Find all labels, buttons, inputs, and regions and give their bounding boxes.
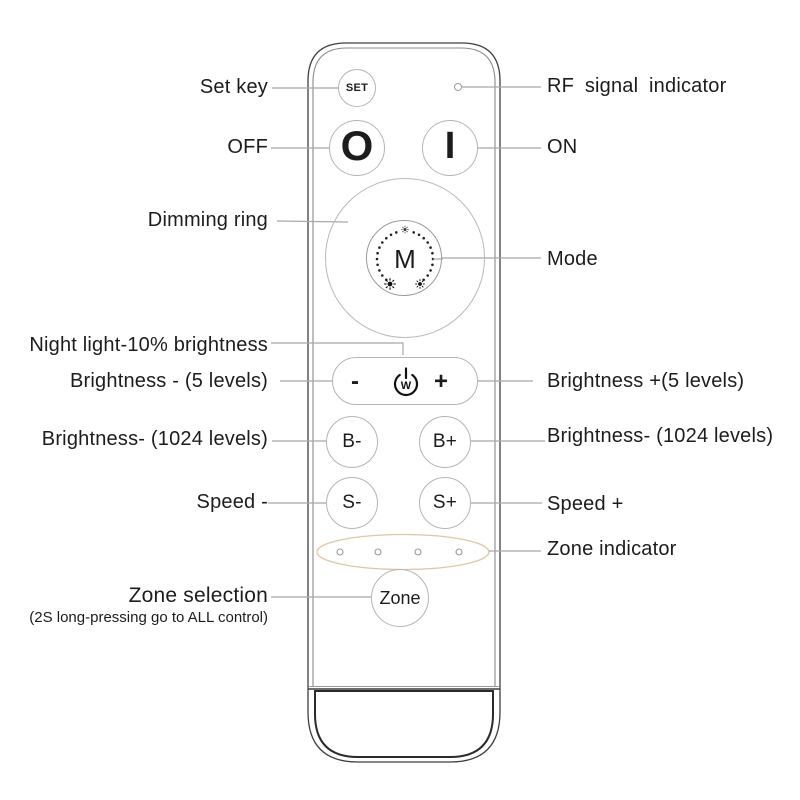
label-off: OFF [227,136,268,158]
label-brightness-plus-5: Brightness +(5 levels) [547,370,745,392]
zone-indicator-led-1 [336,548,344,556]
zone-indicator-led-3 [414,548,422,556]
brightness-5level-pill: - W + [332,357,478,405]
label-dimming-ring: Dimming ring [147,209,268,231]
zone-indicator-led-4 [455,548,463,556]
sun-icon-small [401,225,409,234]
zone-button[interactable]: Zone [371,569,429,627]
brightness-plus-5-button[interactable]: + [433,368,448,395]
set-button[interactable]: SET [338,69,376,107]
rf-signal-indicator-led [454,83,462,91]
leader-night-light [271,342,404,355]
dimming-ring[interactable] [325,178,485,338]
brightness-minus-1024-button[interactable]: B- [326,416,378,468]
sun-icon-medium [415,279,425,289]
mode-dial-dots [375,225,443,290]
label-set-key: Set key [199,76,268,98]
zone-indicator-led-2 [374,548,382,556]
battery-cover[interactable] [314,690,494,758]
label-on: ON [547,136,578,158]
label-brightness-minus-1024: Brightness- (1024 levels) [41,428,268,450]
night-light-button[interactable]: W [392,367,420,397]
label-zone-selection-note: (2S long-pressing go to ALL control) [29,609,268,626]
label-zone-selection: Zone selection [128,584,268,607]
label-rf-signal-indicator: RF signal indicator [547,75,727,97]
mode-dial-button[interactable]: M [366,220,443,296]
label-brightness-plus-1024: Brightness- (1024 levels) [547,425,774,447]
label-speed-minus: Speed - [196,491,268,513]
speed-plus-button[interactable]: S+ [419,477,471,529]
speed-minus-button[interactable]: S- [326,477,378,529]
power-w-icon: W [393,367,419,397]
remote-inner-outline [312,47,496,687]
brightness-plus-1024-button[interactable]: B+ [419,416,471,468]
label-night-light: Night light-10% brightness [29,334,268,356]
off-button[interactable]: O [329,120,385,176]
label-mode: Mode [547,248,598,270]
on-button[interactable]: I [422,120,478,176]
night-light-w-label: W [401,380,412,392]
sun-icon-large [384,278,396,290]
label-zone-indicator: Zone indicator [547,538,677,560]
label-brightness-minus-5: Brightness - (5 levels) [70,370,268,392]
mode-button-label: M [394,243,416,274]
label-speed-plus: Speed + [547,493,624,515]
brightness-minus-5-button[interactable]: - [351,368,359,395]
